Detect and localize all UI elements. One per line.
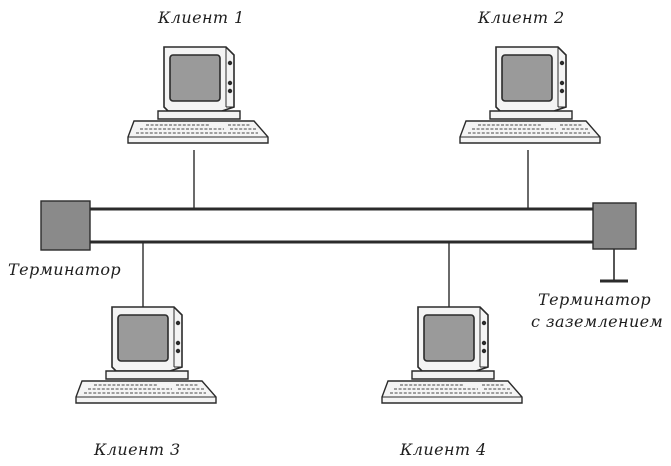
computer-client-3 xyxy=(75,306,217,404)
terminator-left xyxy=(40,200,91,251)
client-1-label: Клиент 1 xyxy=(158,8,245,27)
terminator-right-label-line1: Терминатор xyxy=(538,290,652,309)
computer-client-1 xyxy=(127,46,269,144)
terminator-right xyxy=(592,202,637,250)
client-4-label: Клиент 4 xyxy=(400,440,487,459)
terminator-left-label: Терминатор xyxy=(8,260,122,279)
terminator-right-label-line2: с заземлением xyxy=(531,312,664,331)
computer-client-2 xyxy=(459,46,601,144)
computer-client-4 xyxy=(381,306,523,404)
client-2-label: Клиент 2 xyxy=(478,8,565,27)
client-3-label: Клиент 3 xyxy=(94,440,181,459)
